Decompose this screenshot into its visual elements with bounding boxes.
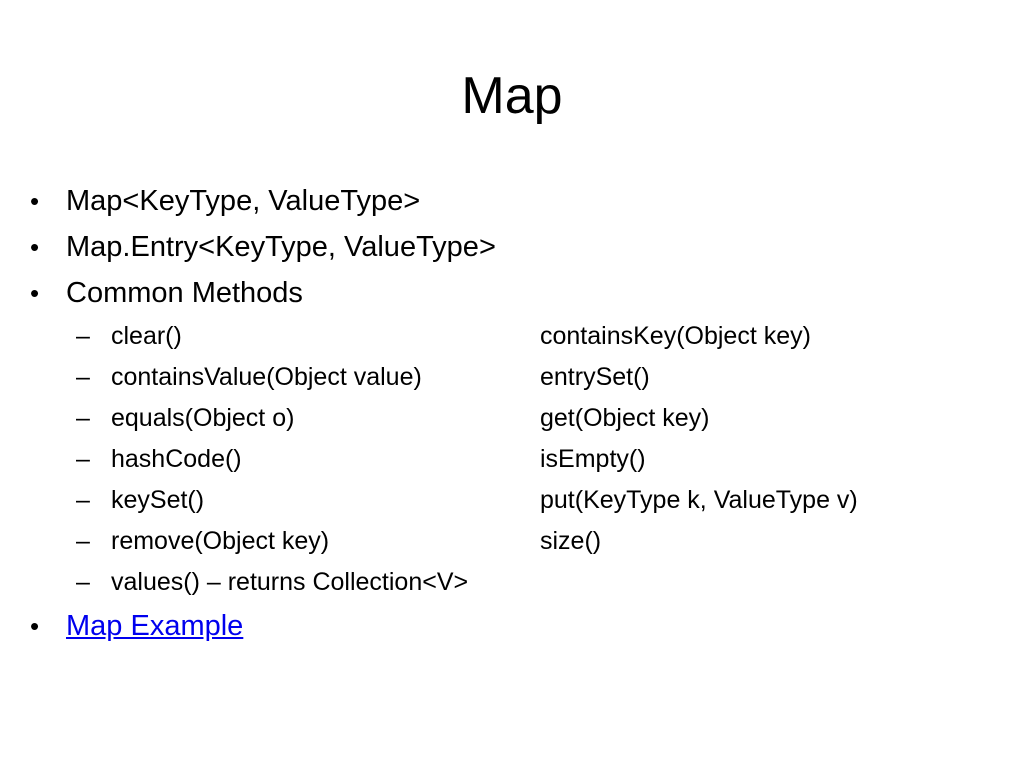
dash-icon: – (76, 322, 90, 350)
bullet-map-type: • Map<KeyType, ValueType> (30, 178, 990, 224)
bullet-text: Map.Entry<KeyType, ValueType> (66, 231, 496, 263)
method-row: – keySet() put(KeyType k, ValueType v) (30, 480, 990, 521)
map-example-link[interactable]: Map Example (66, 610, 244, 642)
dash-icon: – (76, 568, 90, 596)
dash-icon: – (76, 363, 90, 391)
method-left: clear() (111, 322, 182, 350)
method-right: put(KeyType k, ValueType v) (540, 486, 858, 514)
bullet-text: Map<KeyType, ValueType> (66, 185, 421, 217)
method-left: keySet() (111, 486, 205, 514)
bullet-icon: • (30, 611, 40, 641)
bullet-text: Common Methods (66, 277, 303, 309)
method-right: entrySet() (540, 363, 650, 391)
dash-icon: – (76, 527, 90, 555)
method-values: values() – returns Collection<V> (111, 568, 469, 596)
method-row-values: – values() – returns Collection<V> (30, 562, 990, 603)
method-left: equals(Object o) (111, 404, 295, 432)
method-right: get(Object key) (540, 404, 710, 432)
method-row: – containsValue(Object value) entrySet() (30, 357, 990, 398)
bullet-icon: • (30, 278, 40, 308)
bullet-map-example: • Map Example (30, 603, 990, 649)
dash-icon: – (76, 486, 90, 514)
method-right: size() (540, 527, 602, 555)
method-row: – equals(Object o) get(Object key) (30, 398, 990, 439)
bullet-map-entry: • Map.Entry<KeyType, ValueType> (30, 224, 990, 270)
dash-icon: – (76, 445, 90, 473)
dash-icon: – (76, 404, 90, 432)
slide-title: Map (461, 67, 563, 125)
bullet-common-methods: • Common Methods (30, 270, 990, 316)
method-left: hashCode() (111, 445, 242, 473)
method-left: containsValue(Object value) (111, 363, 422, 391)
method-left: remove(Object key) (111, 527, 330, 555)
bullet-icon: • (30, 186, 40, 216)
method-row: – clear() containsKey(Object key) (30, 316, 990, 357)
method-right: isEmpty() (540, 445, 646, 473)
method-row: – remove(Object key) size() (30, 521, 990, 562)
slide-body: • Map<KeyType, ValueType> • Map.Entry<Ke… (30, 178, 990, 649)
method-right: containsKey(Object key) (540, 322, 811, 350)
method-row: – hashCode() isEmpty() (30, 439, 990, 480)
bullet-icon: • (30, 232, 40, 262)
